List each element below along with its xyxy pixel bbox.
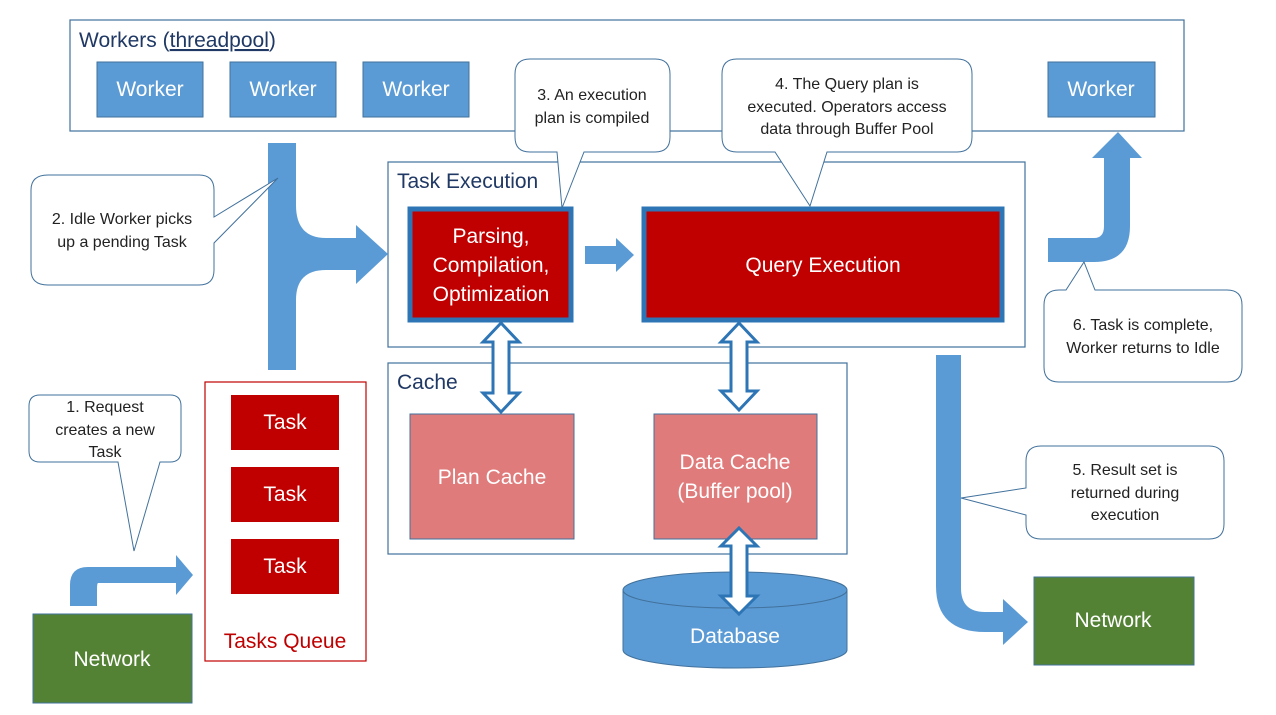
task-label: Task <box>263 411 307 434</box>
worker-box: Worker <box>362 61 470 118</box>
return-to-worker-arrow <box>1048 132 1142 262</box>
data-cache-label: Data Cache <box>680 451 791 474</box>
callout-step6: 6. Task is complete, Worker returns to I… <box>1043 260 1243 383</box>
callout-step4-line2: executed. Operators access <box>747 99 946 116</box>
callout-step5-line2: returned during <box>1071 485 1180 502</box>
data-cache-box: Data Cache (Buffer pool) <box>653 413 818 540</box>
result-set-arrow <box>936 355 1028 645</box>
callout-step2: 2. Idle Worker picks up a pending Task <box>30 174 279 286</box>
task-box: Task <box>231 539 339 594</box>
idle-worker-label: Worker <box>1067 78 1134 101</box>
callout-step2-line2: up a pending Task <box>57 234 188 251</box>
task-box: Task <box>231 395 339 450</box>
parsing-compilation-box: Parsing, Compilation, Optimization <box>407 206 574 323</box>
network-in-box: Network <box>32 613 193 704</box>
worker-label: Worker <box>116 78 183 101</box>
callout-step3-line2: plan is compiled <box>535 110 650 127</box>
worker-box: Worker <box>96 61 204 118</box>
database-label: Database <box>690 625 780 648</box>
network-out-box: Network <box>1033 576 1195 666</box>
network-to-queue-arrow <box>70 555 193 606</box>
dispatch-split-arrow <box>268 143 388 370</box>
callout-step5-line3: execution <box>1091 507 1160 524</box>
callout-step6-line1: 6. Task is complete, <box>1073 317 1213 334</box>
query-data-cache-double-arrow <box>717 320 761 413</box>
task-label: Task <box>263 483 307 506</box>
callout-step1-line3: Task <box>89 444 123 461</box>
cache-title: Cache <box>397 371 458 394</box>
callout-step2-line1: 2. Idle Worker picks <box>52 211 192 228</box>
tasks-queue-label: Tasks Queue <box>224 630 347 653</box>
parsing-label: Parsing, <box>452 225 529 248</box>
data-cache-database-double-arrow <box>717 525 761 617</box>
parsing-plan-cache-double-arrow <box>479 320 523 415</box>
task-execution-title: Task Execution <box>397 170 538 193</box>
compile-to-execute-arrow <box>585 238 634 272</box>
network-in-label: Network <box>73 648 151 671</box>
plan-cache-label: Plan Cache <box>438 466 547 489</box>
idle-worker-box: Worker <box>1047 61 1156 118</box>
callout-step1: 1. Request creates a new Task <box>28 394 182 552</box>
callout-step4-line1: 4. The Query plan is <box>775 76 919 93</box>
callout-step3-line1: 3. An execution <box>537 87 646 104</box>
callout-step6-line2: Worker returns to Idle <box>1066 340 1220 357</box>
callout-step1-line2: creates a new <box>55 422 155 439</box>
worker-label: Worker <box>249 78 316 101</box>
task-box: Task <box>231 467 339 522</box>
optimization-label: Optimization <box>433 283 550 306</box>
callout-step5: 5. Result set is returned during executi… <box>960 445 1225 540</box>
callout-step4: 4. The Query plan is executed. Operators… <box>721 58 973 208</box>
callout-step5-line1: 5. Result set is <box>1073 462 1178 479</box>
compilation-label: Compilation, <box>433 254 550 277</box>
buffer-pool-label: (Buffer pool) <box>677 480 792 503</box>
workers-title: Workers (threadpool) <box>79 29 276 52</box>
query-execution-box: Query Execution <box>641 206 1005 323</box>
callout-step3: 3. An execution plan is compiled <box>514 58 671 209</box>
worker-box: Worker <box>229 61 337 118</box>
callout-step1-line1: 1. Request <box>66 399 144 416</box>
network-out-label: Network <box>1074 609 1152 632</box>
query-execution-label: Query Execution <box>745 254 900 277</box>
worker-label: Worker <box>382 78 449 101</box>
workers-title-threadpool: threadpool <box>170 29 269 52</box>
callout-step4-line3: data through Buffer Pool <box>760 121 933 138</box>
task-label: Task <box>263 555 307 578</box>
plan-cache-box: Plan Cache <box>409 413 575 540</box>
